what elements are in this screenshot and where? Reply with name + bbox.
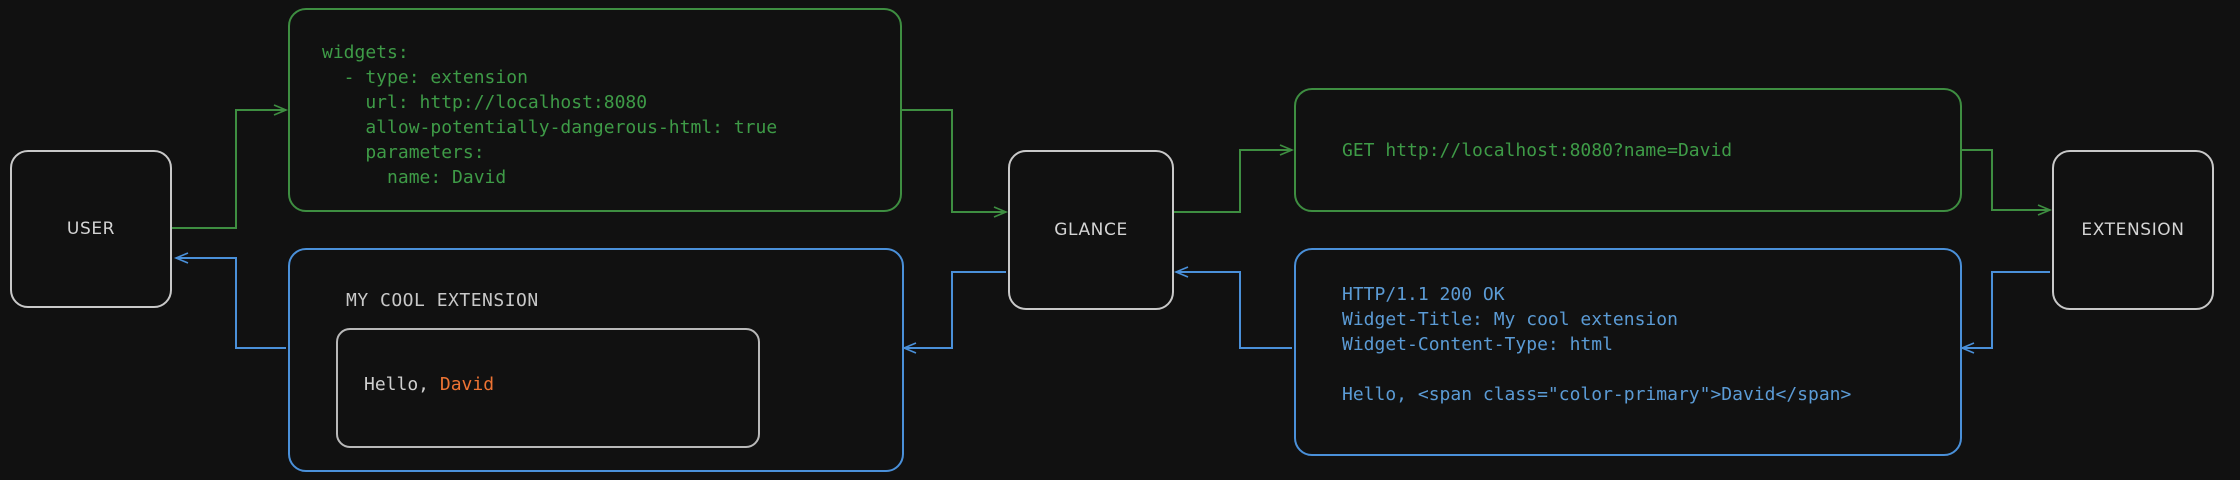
widget-card-greeting: Hello, David [364, 374, 494, 395]
wire-response-to-glance [1173, 266, 1292, 349]
node-glance-label: GLANCE [1054, 220, 1128, 240]
node-user-label: USER [66, 219, 116, 239]
widget-card-title: MY COOL EXTENSION [346, 290, 539, 311]
node-user[interactable]: USER [10, 150, 172, 308]
widget-greeting-prefix: Hello, [364, 374, 440, 395]
config-yaml-text: widgets: - type: extension url: http://l… [322, 42, 778, 188]
wire-extension-to-response [1959, 271, 2050, 354]
wire-config-to-glance [902, 109, 1009, 218]
http-request-text: GET http://localhost:8080?name=David [1342, 140, 1733, 161]
rendered-widget-card: MY COOL EXTENSION Hello, David [288, 248, 904, 472]
widget-card-content-frame: Hello, David [336, 328, 760, 448]
wire-user-to-config [172, 104, 289, 229]
node-extension[interactable]: EXTENSION [2052, 150, 2214, 310]
wire-request-to-extension [1962, 149, 2053, 216]
wire-glance-to-request [1174, 144, 1295, 213]
http-response-text: HTTP/1.1 200 OK Widget-Title: My cool ex… [1342, 284, 1852, 405]
wire-glance-to-widget [901, 271, 1006, 354]
http-response-box: HTTP/1.1 200 OK Widget-Title: My cool ex… [1294, 248, 1962, 456]
widget-greeting-name: David [439, 374, 495, 395]
wire-widget-to-user [173, 252, 286, 349]
node-glance[interactable]: GLANCE [1008, 150, 1174, 310]
http-request-box: GET http://localhost:8080?name=David [1294, 88, 1962, 212]
node-extension-label: EXTENSION [2081, 220, 2185, 240]
config-yaml-box: widgets: - type: extension url: http://l… [288, 8, 902, 212]
